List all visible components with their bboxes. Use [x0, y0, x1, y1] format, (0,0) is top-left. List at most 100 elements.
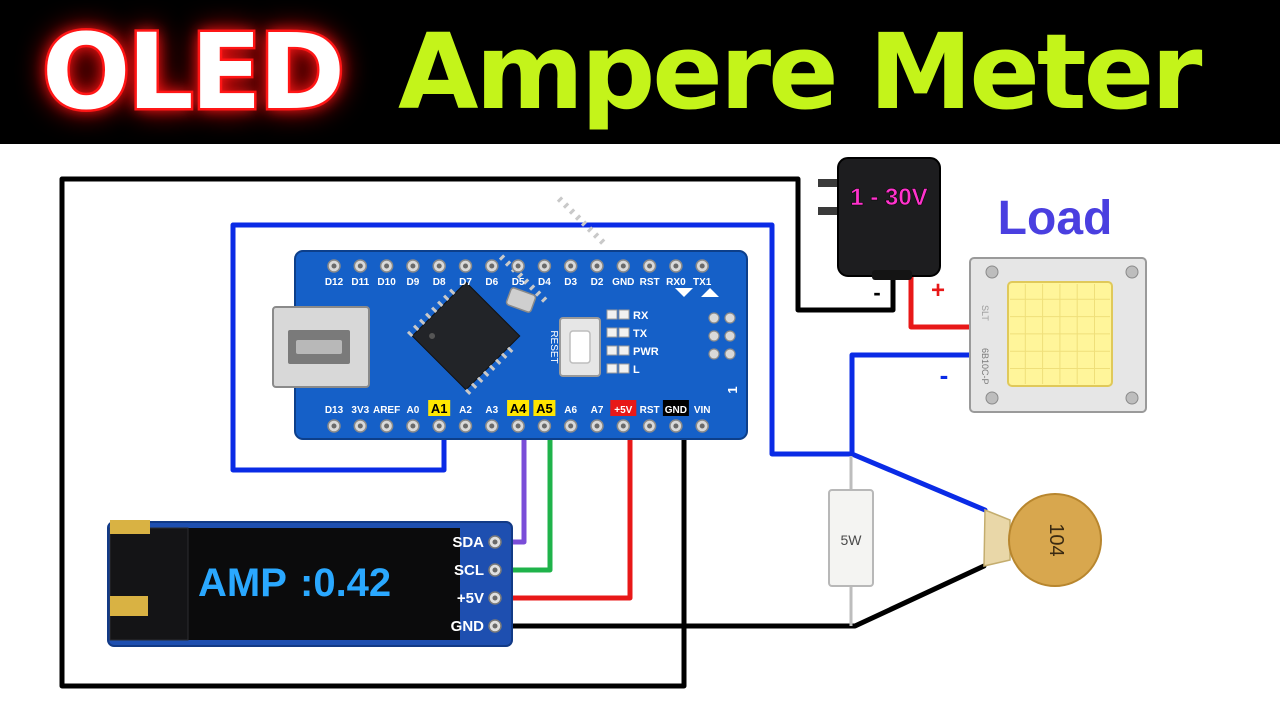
bottom-pin-label: A7: [591, 405, 604, 416]
load-board-text: SLT: [980, 305, 990, 321]
icsp-pin: [708, 348, 720, 360]
oled-corner-pad: [110, 520, 150, 534]
header-pin-hole: [463, 263, 468, 269]
status-leds: RX TX PWR L: [606, 309, 659, 376]
bottom-pin-label: RST: [640, 405, 660, 416]
led: [618, 363, 630, 374]
chip-pin: [437, 300, 444, 308]
reset-button-cap: [569, 330, 591, 364]
adapter-prong: [818, 179, 840, 187]
adapter-minus: -: [873, 280, 880, 305]
chip-pin: [562, 202, 570, 209]
header-pin-hole: [515, 263, 521, 269]
usb-port-tongue: [296, 340, 342, 354]
capacitor-label: 104: [1045, 523, 1067, 556]
header-pin-hole: [436, 423, 442, 429]
load-label: Load: [998, 192, 1113, 245]
header-pin-hole: [647, 263, 653, 269]
chip-pin: [534, 290, 542, 297]
top-pin-label: RX0: [666, 277, 686, 288]
adapter-body: [837, 157, 941, 277]
rx-arrow-mark: [675, 288, 693, 297]
bottom-pin-label: A5: [536, 401, 553, 416]
top-pin-label: D11: [351, 277, 369, 288]
header-pin-hole: [410, 263, 416, 269]
oled-pin-hole: [492, 567, 498, 573]
top-pin-label: D10: [377, 277, 396, 288]
adapter-voltage: 1 - 30V: [850, 184, 927, 211]
oled-pin-label: SDA: [452, 534, 484, 551]
chip-pin: [488, 364, 496, 372]
wire-blue-a1: [230, 222, 988, 513]
chip-pin: [418, 318, 426, 326]
bottom-pin-label: A4: [510, 401, 527, 416]
top-pin-label: D5: [512, 277, 525, 288]
tx-arrow-mark: [701, 288, 719, 297]
led: [618, 345, 630, 356]
load-screw-hole: [1125, 391, 1139, 405]
header-pin-hole: [647, 423, 653, 429]
header-pin-hole: [568, 263, 574, 269]
oled-reading-label: AMP: [198, 561, 287, 605]
header-pin-hole: [568, 423, 574, 429]
header-pin-hole: [673, 263, 679, 269]
header-pin-hole: [463, 423, 468, 429]
pin1-mark: 1: [725, 386, 740, 393]
oled-ribbon: [109, 527, 189, 641]
pin-highlight: [428, 400, 451, 416]
bottom-pin-label: 3V3: [351, 405, 369, 416]
chip-pin: [449, 288, 456, 295]
top-pin-label: D12: [325, 277, 344, 288]
pin-highlight: [533, 400, 556, 416]
adapter-cable-exit: [872, 270, 912, 280]
header-pin-hole: [410, 423, 416, 429]
title-oled: OLED: [39, 9, 347, 136]
load-board-text: 6B10C-P: [980, 348, 990, 385]
oled-pin-hole: [492, 623, 498, 629]
chip-pin: [516, 272, 524, 279]
load-screw-hole: [985, 265, 999, 279]
wire-black-oled-gnd: [495, 563, 987, 629]
led: [618, 327, 630, 338]
header-pin-hole: [594, 263, 600, 269]
led-label: TX: [633, 328, 648, 340]
chip-pin: [498, 254, 506, 261]
bottom-pin-label: D13: [325, 405, 344, 416]
power-resistor: 5W: [828, 456, 874, 626]
header-pin-hole: [384, 423, 390, 429]
chip-pin: [412, 324, 420, 332]
header-pin-hole: [357, 263, 363, 269]
wire-green-scl: [495, 417, 553, 573]
load-minus: -: [940, 360, 949, 390]
chip-pin: [540, 296, 548, 303]
led-label: RX: [633, 310, 649, 322]
led-label: PWR: [633, 346, 659, 358]
led: [618, 309, 630, 320]
wire-red-5v: [495, 417, 633, 601]
icsp-pin: [708, 312, 720, 324]
header-pin-hole: [699, 423, 705, 429]
header-pin-hole: [489, 423, 495, 429]
header-pin-hole: [541, 263, 547, 269]
top-pin-label: D7: [459, 277, 472, 288]
mcu-chip: [406, 196, 606, 396]
oled-reading-value: :0.42: [300, 561, 391, 605]
resistor-label: 5W: [841, 532, 863, 548]
top-pin-label: D3: [564, 277, 577, 288]
oled-pin-label: GND: [451, 618, 485, 635]
icsp-pin: [724, 312, 736, 324]
title-banner: [0, 0, 1280, 144]
top-pin-label: GND: [612, 277, 634, 288]
top-pin-label: D6: [485, 277, 498, 288]
wire-red-adapter-load: [908, 262, 978, 330]
led-label: L: [633, 364, 640, 376]
oled-pin-hole: [492, 595, 498, 601]
wire-black-gnd-loop: [59, 176, 896, 689]
chip-pin: [476, 376, 484, 384]
crystal: [505, 287, 537, 313]
